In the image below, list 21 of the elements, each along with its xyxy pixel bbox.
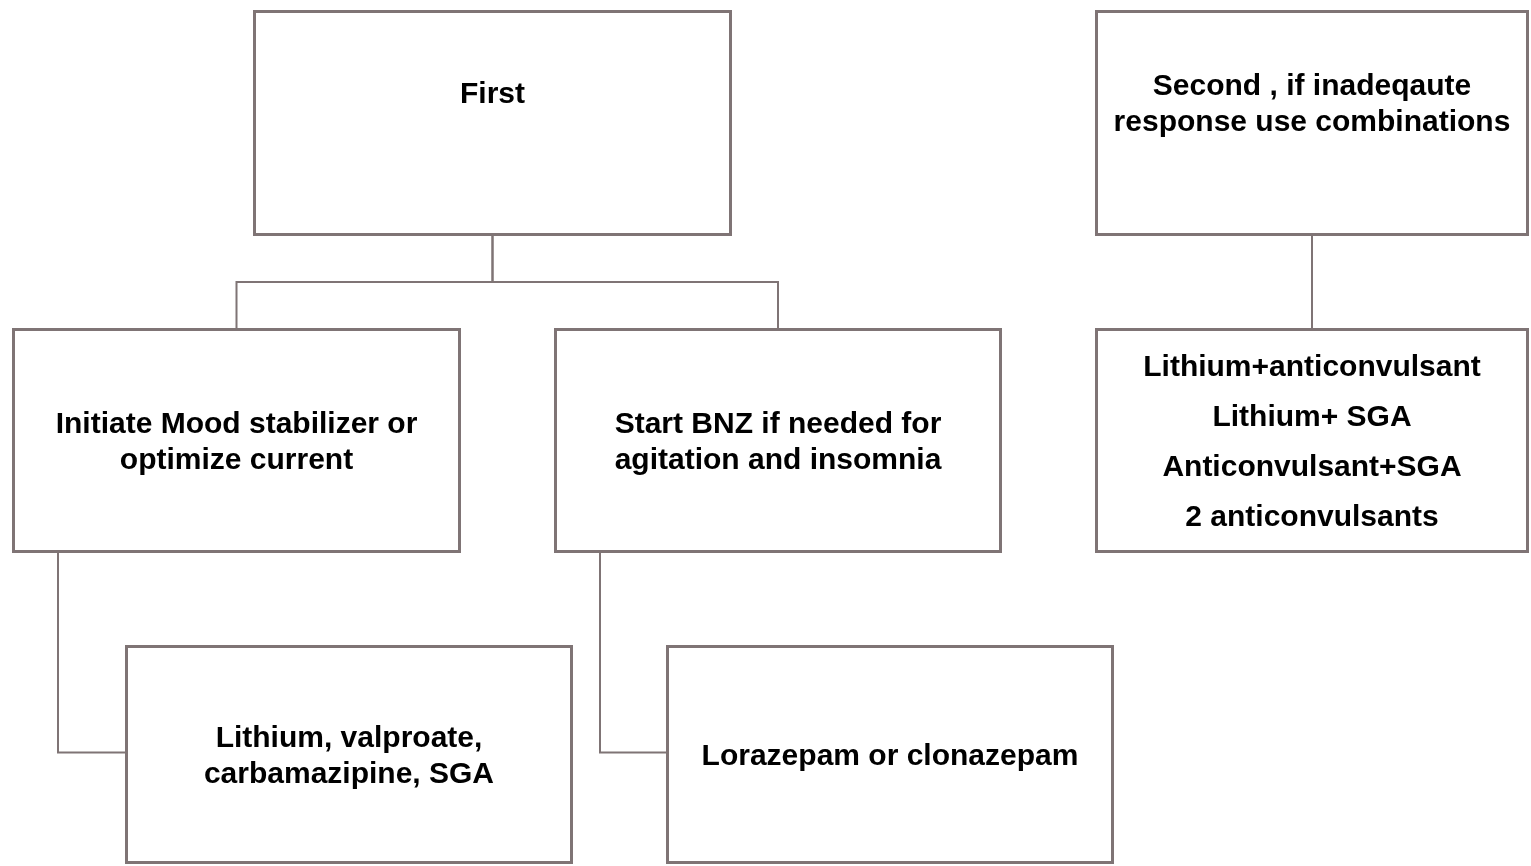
box-text: Lorazepam or clonazepam [701,736,1079,773]
connector-line [1311,235,1313,329]
box-text: Anticonvulsant+SGA [1162,447,1462,484]
box-text: Start BNZ if needed for agitation and insomnia [613,404,943,477]
box-text: Lithium+anticonvulsant [1143,347,1481,384]
connector-line [491,235,779,329]
process-box [666,645,1114,864]
process-box [125,645,573,864]
process-box [1095,328,1529,553]
connector-line [599,552,667,754]
box-text: Second , if inadeqaute response use combinations [1112,67,1512,139]
box-text: 2 anticonvulsants [1185,497,1439,534]
process-box [554,328,1002,553]
box-text: Lithium, valproate, carbamazipine, SGA [202,718,496,791]
connector-line [57,552,126,754]
process-box [253,10,732,236]
box-text: First [460,75,525,111]
process-box [1095,10,1529,236]
process-box [12,328,461,553]
box-text: Lithium+ SGA [1212,397,1412,434]
box-text: Initiate Mood stabilizer or optimize current [54,404,419,477]
